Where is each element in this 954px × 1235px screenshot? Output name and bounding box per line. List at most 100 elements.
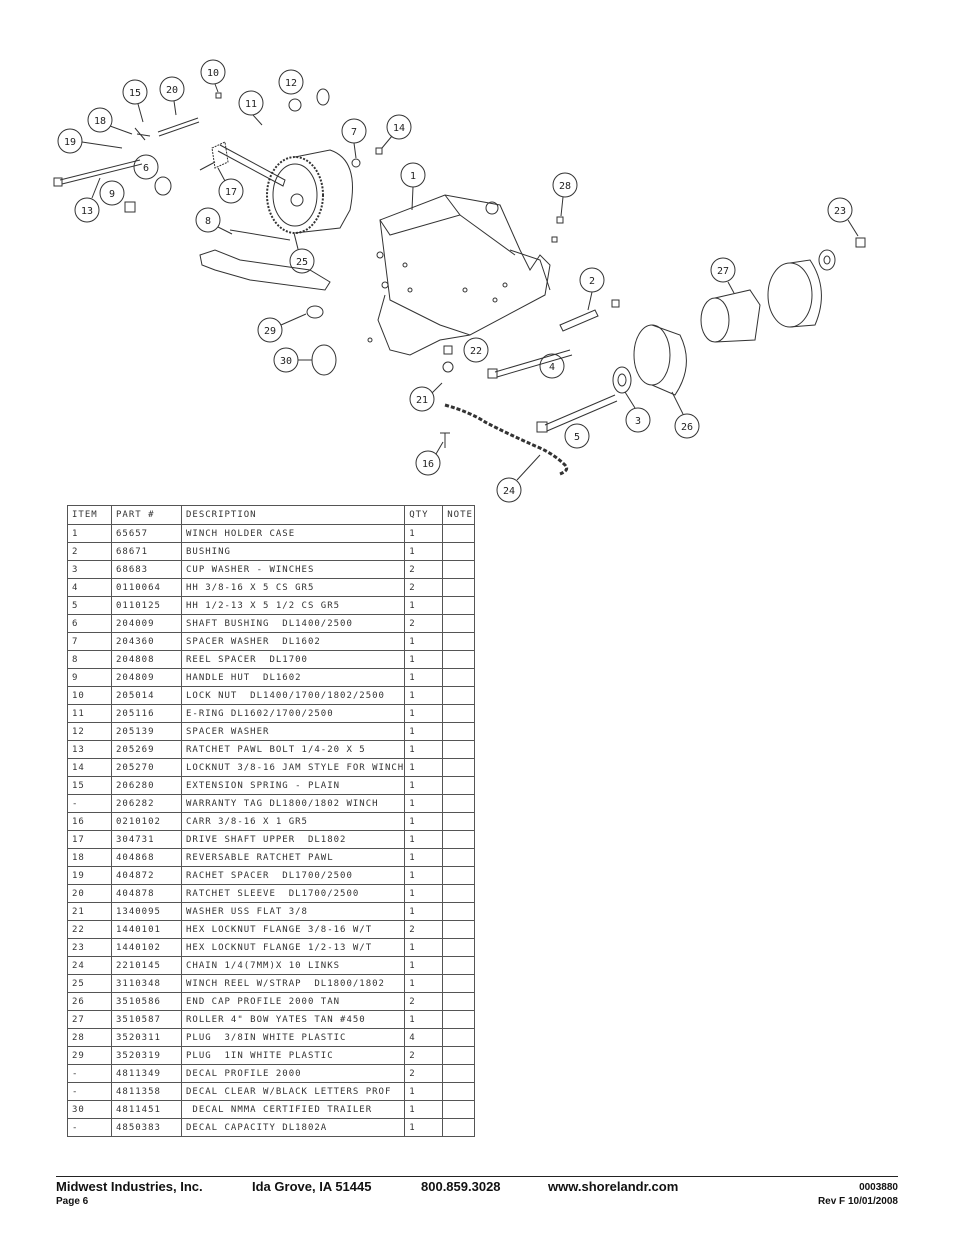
cell-description: LOCK NUT DL1400/1700/1802/2500 [180,686,406,705]
cell-qty: 1 [404,686,444,705]
footer-page-number: Page 6 [56,1196,89,1207]
cell-description: REEL SPACER DL1700 [180,650,406,669]
winch-case-drawing [367,194,551,356]
cell-note [442,830,476,849]
callout-8: 8 [195,207,233,235]
cell-item: 17 [67,830,112,849]
chain-24-drawing [444,403,569,476]
cell-note [442,866,476,885]
cell-qty: 1 [404,974,444,993]
cell-description: DECAL CAPACITY DL1802A [180,1118,406,1137]
cell-note [442,794,476,813]
cell-part-number: 206282 [111,794,182,813]
cell-item: 20 [67,884,112,903]
cell-description: PLUG 1IN WHITE PLASTIC [180,1046,406,1065]
svg-text:15: 15 [129,88,141,99]
cell-description: DECAL PROFILE 2000 [180,1064,406,1083]
cell-qty: 4 [404,1028,444,1047]
cell-description: CUP WASHER - WINCHES [180,560,406,579]
cell-item: 9 [67,668,112,687]
callout-19: 19 [57,128,123,154]
svg-text:2: 2 [589,276,595,287]
cell-item: 11 [67,704,112,723]
cell-note [442,722,476,741]
footer-website[interactable]: www.shorelandr.com [548,1179,679,1194]
cell-description: DECAL CLEAR W/BLACK LETTERS PROF [180,1082,406,1101]
cell-description: SHAFT BUSHING DL1400/2500 [180,614,406,633]
cell-qty: 2 [404,614,444,633]
cell-note [442,884,476,903]
callout-15: 15 [122,79,148,123]
callout-26: 26 [671,391,700,439]
footer-doc-number: 0003880 [859,1182,898,1193]
svg-text:12: 12 [285,78,297,89]
cell-note [442,650,476,669]
cell-qty: 2 [404,920,444,939]
cell-qty: 1 [404,668,444,687]
cell-part-number: 205014 [111,686,182,705]
cell-item: 2 [67,542,112,561]
svg-text:6: 6 [143,163,149,174]
svg-text:13: 13 [81,206,93,217]
cell-item: - [67,1082,112,1101]
cell-note [442,920,476,939]
cell-item: 12 [67,722,112,741]
cell-description: WINCH REEL W/STRAP DL1800/1802 [180,974,406,993]
cell-item: 16 [67,812,112,831]
cell-item: 1 [67,524,112,543]
cell-part-number: 65657 [111,524,182,543]
svg-text:7: 7 [351,127,357,138]
cell-note [442,524,476,543]
cell-part-number: 205116 [111,704,182,723]
cell-item: - [67,1118,112,1137]
cell-description: DRIVE SHAFT UPPER DL1802 [180,830,406,849]
cell-description: HEX LOCKNUT FLANGE 3/8-16 W/T [180,920,406,939]
cell-qty: 1 [404,866,444,885]
svg-text:28: 28 [559,181,571,192]
cell-part-number: 0110125 [111,596,182,615]
cell-part-number: 4811349 [111,1064,182,1083]
cell-description: E-RING DL1602/1700/2500 [180,704,406,723]
cell-item: - [67,1064,112,1083]
cell-part-number: 205269 [111,740,182,759]
callout-18: 18 [87,107,133,135]
svg-text:5: 5 [574,432,580,443]
cell-description: DECAL NMMA CERTIFIED TRAILER [180,1100,406,1119]
cell-part-number: 1440102 [111,938,182,957]
cell-part-number: 3520311 [111,1028,182,1047]
callout-7: 7 [341,118,367,159]
cell-description: PLUG 3/8IN WHITE PLASTIC [180,1028,406,1047]
svg-text:4: 4 [549,362,555,373]
cell-item: 15 [67,776,112,795]
exploded-parts-diagram: 1 2 3 4 5 6 7 8 9 10 11 12 13 14 15 16 1… [53,59,866,503]
cell-note [442,1100,476,1119]
callout-9: 9 [99,180,125,206]
cell-item: 29 [67,1046,112,1065]
cell-part-number: 404868 [111,848,182,867]
cell-qty: 2 [404,1046,444,1065]
cell-qty: 1 [404,542,444,561]
cell-note [442,1082,476,1101]
callout-12: 12 [278,69,304,95]
footer-address: Ida Grove, IA 51445 [252,1179,372,1194]
cell-item: 26 [67,992,112,1011]
cell-item: 23 [67,938,112,957]
cell-qty: 1 [404,1100,444,1119]
